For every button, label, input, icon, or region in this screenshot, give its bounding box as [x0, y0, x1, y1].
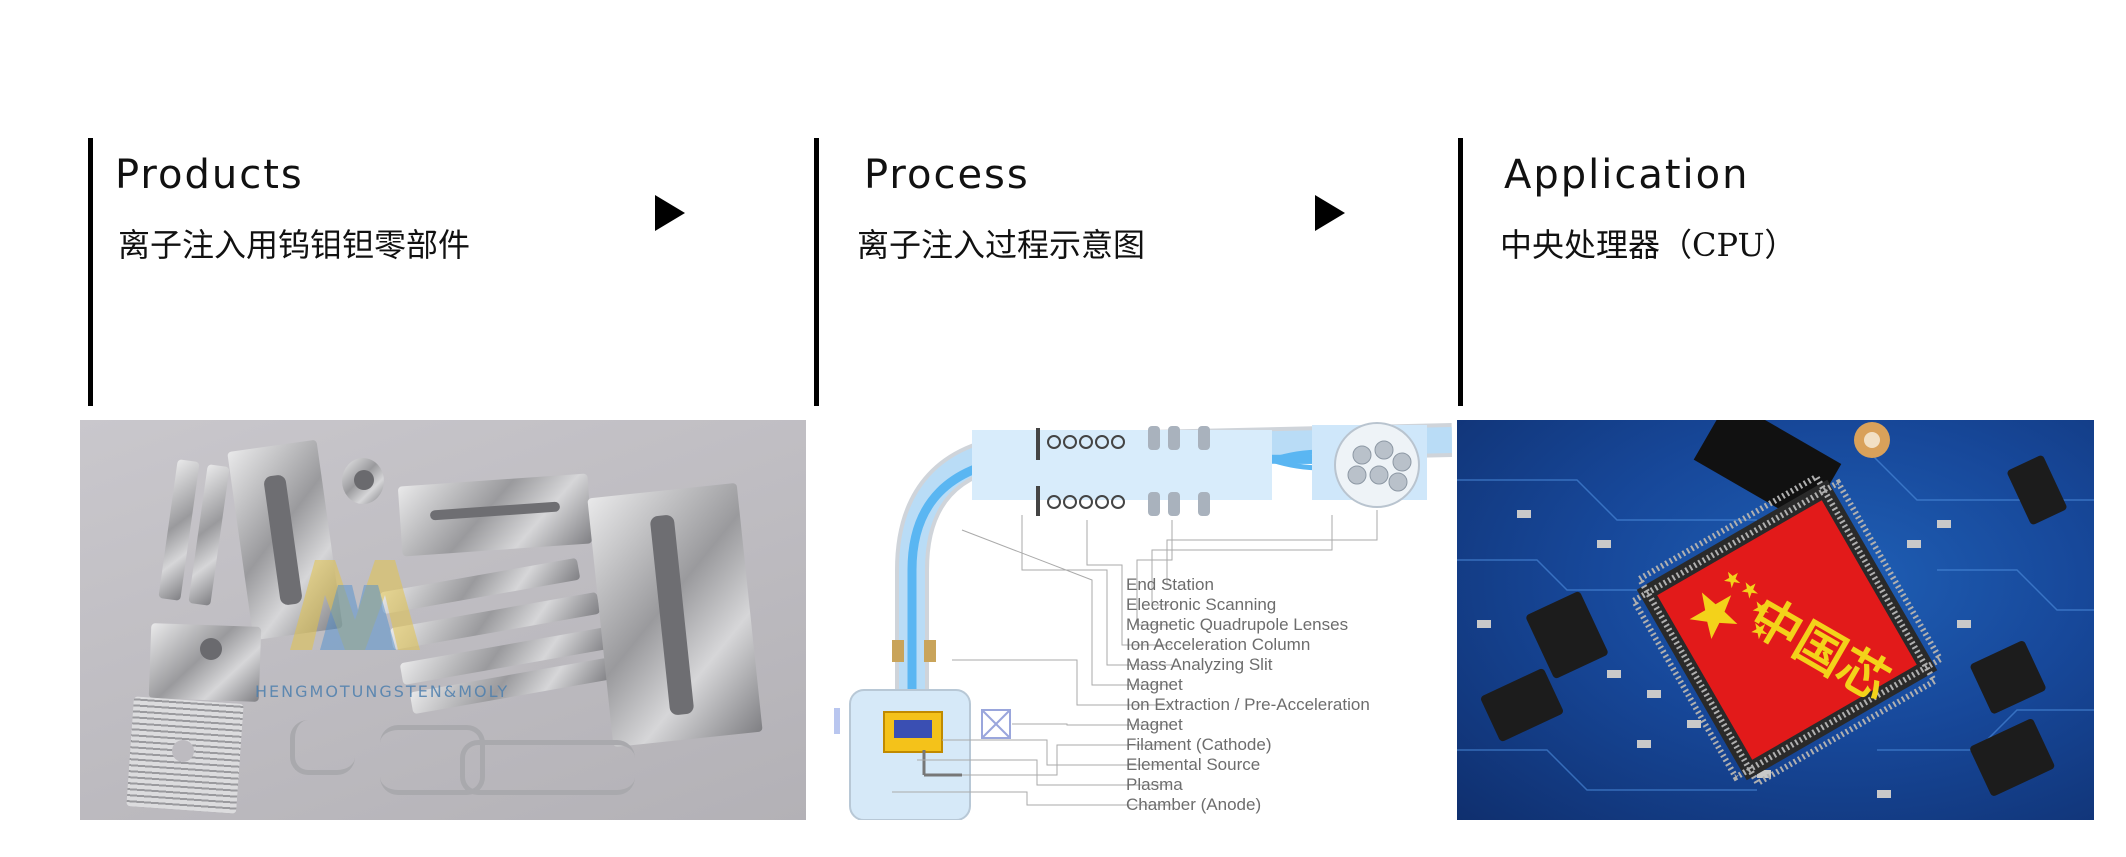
holed-plate-part: [148, 623, 262, 702]
beamline-drawing: [834, 422, 1452, 820]
wire-form-part: [380, 725, 485, 795]
process-subtitle: 离子注入过程示意图: [857, 226, 1146, 264]
play-arrow-icon: [655, 195, 685, 231]
diagram-label: Plasma: [1126, 775, 1183, 794]
grid-center-hole: [172, 740, 194, 762]
diagram-label: Ion Extraction / Pre-Acceleration: [1126, 695, 1370, 714]
process-heading: Process: [864, 152, 1030, 198]
application-heading: Application: [1504, 152, 1750, 198]
wire-form-part: [460, 740, 635, 795]
diagram-label: Magnet: [1126, 715, 1183, 734]
application-divider-bar: [1458, 138, 1463, 406]
circuit-traces: [1457, 420, 2094, 798]
diagram-label: Electronic Scanning: [1126, 595, 1277, 614]
hengmo-logo-icon: [290, 560, 420, 650]
diagram-label: End Station: [1126, 575, 1214, 594]
diagram-label: Elemental Source: [1126, 755, 1261, 774]
products-divider-bar: [88, 138, 93, 406]
play-arrow-icon: [1315, 195, 1345, 231]
application-subtitle: 中央处理器（CPU）: [1500, 226, 1797, 264]
products-subtitle: 离子注入用钨钼钽零部件: [118, 226, 471, 264]
diagram-label: Chamber (Anode): [1126, 795, 1262, 814]
diagram-label: Ion Acceleration Column: [1126, 635, 1311, 654]
plate-hole: [200, 638, 222, 660]
products-heading: Products: [115, 152, 304, 198]
process-divider-bar: [814, 138, 819, 406]
ion-implantation-diagram: End Station Electronic Scanning Magnetic…: [832, 420, 1452, 820]
diagram-label: Filament (Cathode): [1126, 735, 1272, 754]
cpu-board-photo: 中国芯: [1457, 420, 2094, 820]
diagram-label: Mass Analyzing Slit: [1126, 655, 1273, 674]
diagram-label: Magnet: [1126, 675, 1183, 694]
cylinder-bore: [354, 470, 374, 490]
wire-form-part: [290, 720, 355, 775]
watermark-text: HENGMOTUNGSTEN&MOLY: [255, 682, 510, 701]
diagram-label: Magnetic Quadrupole Lenses: [1126, 615, 1349, 634]
products-photo: HENGMOTUNGSTEN&MOLY: [80, 420, 806, 820]
